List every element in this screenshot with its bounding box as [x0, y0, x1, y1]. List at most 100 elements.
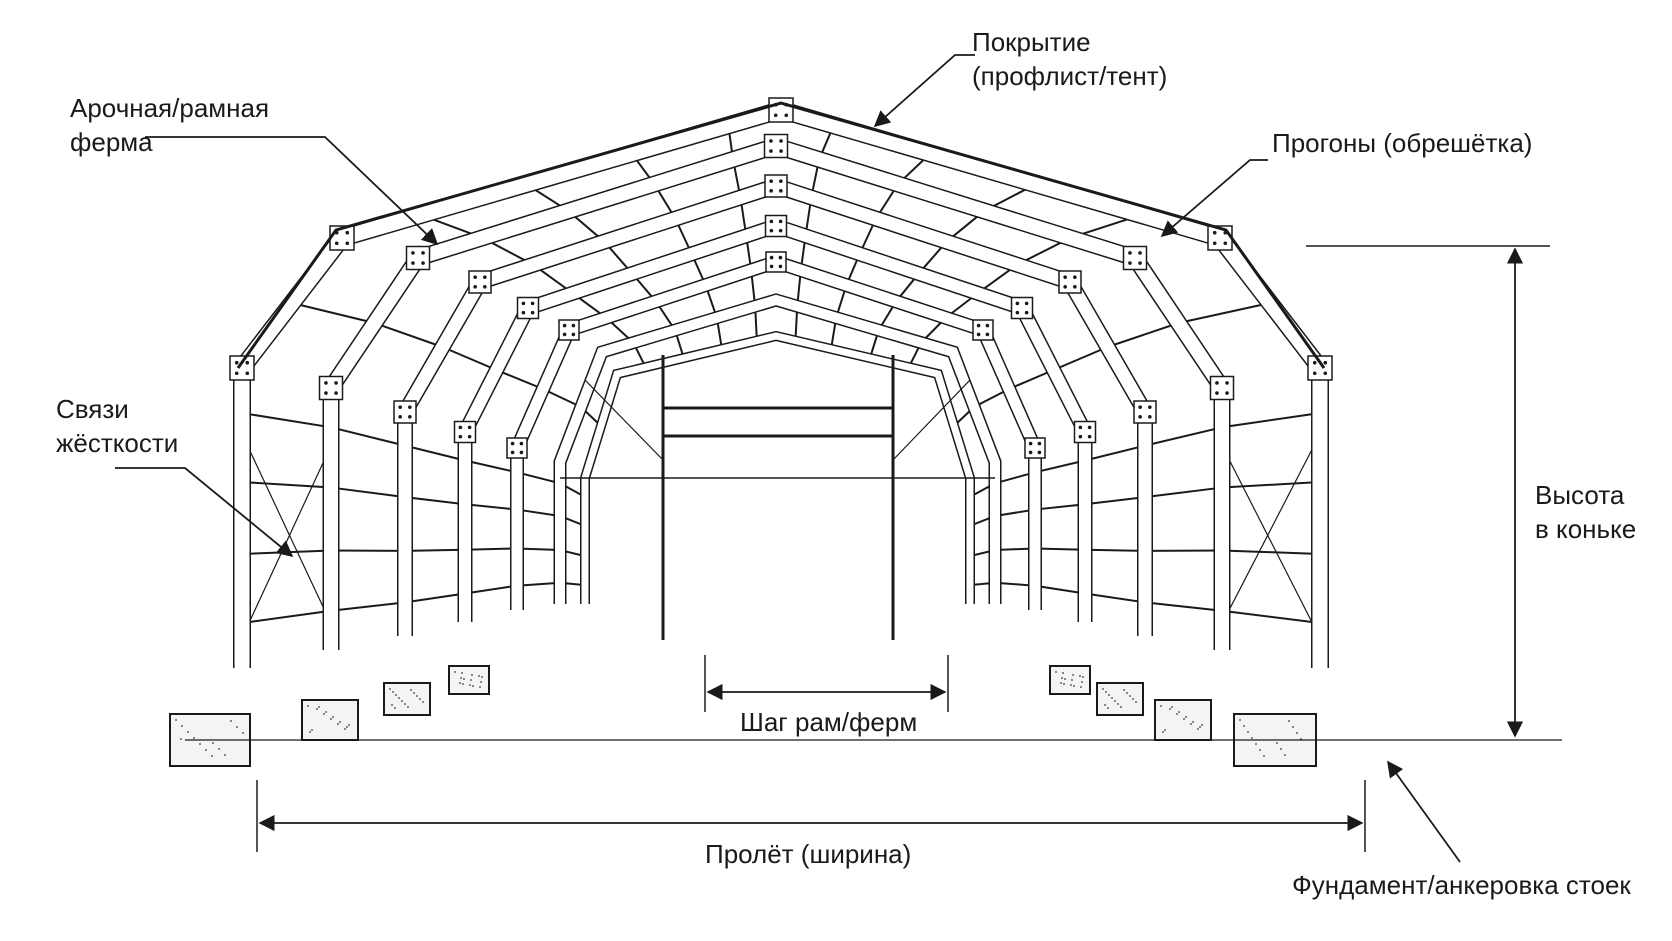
- bolt: [1024, 310, 1029, 315]
- purlin: [1034, 547, 1086, 551]
- bolt: [976, 332, 981, 337]
- bolt: [398, 415, 402, 419]
- bolt: [1128, 261, 1132, 265]
- concrete-speck: [394, 707, 396, 709]
- purlin: [404, 548, 466, 552]
- concrete-speck: [236, 726, 238, 728]
- purlin: [442, 346, 497, 371]
- bolt: [411, 251, 415, 255]
- concrete-speck: [193, 737, 195, 739]
- concrete-speck: [1190, 723, 1192, 725]
- gusset-plate: [318, 375, 344, 401]
- concrete-speck: [339, 721, 341, 723]
- foundation-label-text: Фундамент/анкеровка стоек: [1292, 870, 1631, 900]
- concrete-speck: [472, 685, 474, 687]
- concrete-speck: [461, 672, 463, 674]
- bolt: [1028, 441, 1033, 446]
- concrete-speck: [1132, 698, 1134, 700]
- concrete-speck: [1162, 731, 1164, 733]
- bolt: [769, 264, 774, 269]
- bolt: [1087, 425, 1092, 430]
- bolt: [1128, 251, 1132, 255]
- bolt: [458, 425, 463, 430]
- gusset-plate: [229, 355, 255, 381]
- leader-line: [145, 136, 439, 246]
- concrete-speck: [181, 725, 183, 727]
- gusset-plate: [972, 319, 994, 341]
- concrete-speck: [1102, 688, 1104, 690]
- purlin: [464, 459, 518, 474]
- gusset-plate: [1307, 355, 1333, 381]
- concrete-speck: [346, 726, 348, 728]
- purlin: [241, 481, 332, 489]
- concrete-speck: [1079, 675, 1081, 677]
- concrete-speck: [1176, 713, 1178, 715]
- concrete-speck: [1296, 732, 1298, 734]
- end-brace: [584, 379, 664, 461]
- concrete-speck: [469, 684, 471, 686]
- concrete-speck: [1061, 677, 1063, 679]
- bolt: [245, 371, 250, 376]
- bolt: [519, 450, 524, 455]
- purlin: [464, 547, 518, 551]
- concrete-speck: [404, 703, 406, 705]
- end-door-frame: [560, 355, 995, 640]
- purlin: [464, 503, 518, 511]
- concrete-speck: [218, 748, 220, 750]
- purlin: [1221, 412, 1321, 429]
- purlin: [496, 369, 544, 390]
- concrete-speck: [1081, 681, 1083, 683]
- concrete-speck: [1169, 708, 1171, 710]
- bolt: [473, 285, 477, 289]
- bracing-label: Связи жёсткости: [56, 392, 178, 460]
- concrete-speck: [323, 713, 325, 715]
- purlin: [291, 302, 375, 324]
- concrete-speck: [187, 731, 189, 733]
- bolt: [562, 323, 567, 328]
- concrete-speck: [470, 679, 472, 681]
- bolt: [1225, 391, 1229, 395]
- concrete-speck: [1280, 748, 1282, 750]
- concrete-speck: [1171, 706, 1173, 708]
- height-label-line2: в коньке: [1535, 514, 1637, 544]
- end-brace: [892, 379, 971, 461]
- concrete-speck: [1072, 674, 1074, 676]
- bolt: [1323, 360, 1328, 365]
- foundation-block: [1049, 665, 1091, 695]
- bolt: [1087, 434, 1092, 439]
- gusset-plate: [558, 319, 580, 341]
- bolt: [1028, 450, 1033, 455]
- bolt: [345, 230, 350, 235]
- bolt: [571, 332, 576, 337]
- concrete-speck: [344, 728, 346, 730]
- concrete-speck: [416, 695, 418, 697]
- purlin: [1144, 486, 1223, 499]
- gusset-plate: [1010, 296, 1034, 320]
- bolt: [778, 228, 783, 233]
- frame-step-label-text: Шаг рам/ферм: [740, 707, 918, 737]
- concrete-speck: [454, 671, 456, 673]
- bolt: [521, 310, 526, 315]
- bolt: [245, 360, 250, 365]
- bolt: [1138, 251, 1142, 255]
- bolt: [769, 189, 773, 193]
- bolt: [411, 261, 415, 265]
- purlin: [1221, 481, 1321, 489]
- bolt: [985, 323, 990, 328]
- purlin: [241, 412, 332, 429]
- concrete-speck: [1104, 704, 1106, 706]
- concrete-speck: [1255, 743, 1257, 745]
- bolt: [1212, 230, 1217, 235]
- purlin: [464, 584, 518, 595]
- concrete-speck: [311, 729, 313, 731]
- purlin: [330, 486, 406, 499]
- concrete-speck: [1107, 707, 1109, 709]
- concrete-speck: [481, 676, 483, 678]
- bolt: [769, 139, 773, 143]
- truss-label-line1: Арочная/рамная: [70, 93, 270, 123]
- concrete-speck: [224, 754, 226, 756]
- concrete-speck: [199, 743, 201, 745]
- concrete-speck: [407, 706, 409, 708]
- concrete-speck: [1114, 700, 1116, 702]
